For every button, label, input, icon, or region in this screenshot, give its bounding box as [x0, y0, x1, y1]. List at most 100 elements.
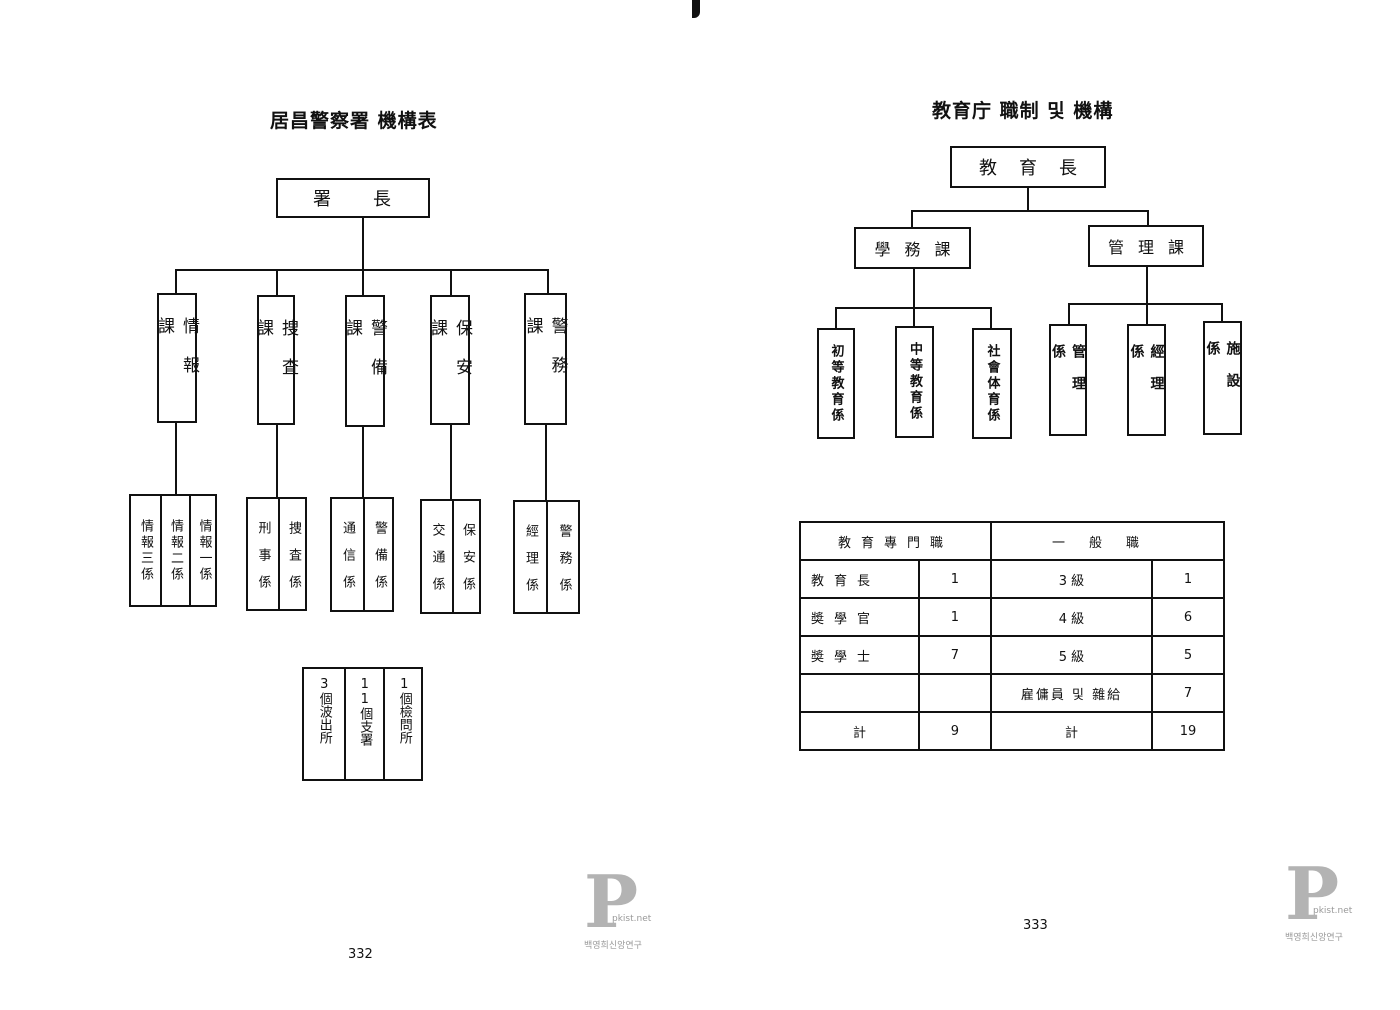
- station-label: 11個支署: [357, 677, 373, 746]
- table-row: 教育長 1 3 級 1: [799, 559, 1225, 599]
- page-number: 332: [348, 947, 373, 962]
- watermark-korean: 백영희신앙연구: [1285, 933, 1343, 943]
- table-cell: 計: [989, 711, 1154, 751]
- connector: [545, 425, 547, 502]
- section-cell: 警備係: [363, 499, 394, 610]
- table-cell: 1: [917, 597, 992, 637]
- section-label: 交通係: [429, 523, 445, 604]
- section-label: 中等教育係: [907, 342, 922, 422]
- book-gutter-mark: [692, 0, 700, 18]
- header-education-specialist: 教育專門職: [799, 521, 992, 561]
- connector: [450, 425, 452, 501]
- page-title: 居昌警察署 機構表: [270, 110, 438, 132]
- section-label: 通信係: [340, 521, 355, 602]
- department-label: 捜査課: [253, 319, 298, 397]
- section-label: 警務係: [556, 523, 572, 605]
- connector: [1068, 303, 1223, 305]
- page-title: 教育庁 職制 및 機構: [932, 100, 1114, 122]
- section-label: 初等教育係: [828, 343, 844, 424]
- table-cell: 5 級: [989, 635, 1154, 675]
- division-box: 管理課: [1088, 225, 1204, 267]
- station-cell: 3個波出所: [304, 669, 344, 779]
- section-box: 中等教育係: [895, 326, 934, 438]
- connector: [276, 269, 278, 295]
- watermark-letter: P: [584, 859, 639, 944]
- department-box: 警務課: [522, 293, 568, 425]
- connector: [547, 269, 549, 295]
- header-general-staff: 一般職: [989, 521, 1226, 561]
- superintendent-box: 教育長: [950, 146, 1106, 188]
- section-cell: 保安係: [452, 501, 481, 612]
- section-box: 管理係: [1049, 324, 1087, 436]
- department-box: 保安課: [427, 295, 472, 425]
- watermark-site: pkist.net: [1313, 906, 1353, 916]
- station-label: 1個檢問所: [396, 677, 412, 744]
- section-cell: 通信係: [332, 499, 363, 610]
- table-cell: 4 級: [989, 597, 1154, 637]
- section-label: 捜査係: [286, 520, 301, 602]
- station-cell: 1個檢問所: [383, 669, 423, 779]
- section-group: 交通係 保安係: [420, 499, 481, 614]
- watermark-korean: 백영희신앙연구: [584, 941, 642, 951]
- stations-box: 3個波出所 11個支署 1個檢問所: [302, 667, 423, 781]
- section-cell: 情報三係: [131, 496, 160, 605]
- table-cell: 6: [1151, 597, 1225, 637]
- connector: [362, 427, 364, 499]
- table-cell: 1: [1151, 559, 1225, 599]
- right-page: 教育庁 職制 및 機構 教育長 學務課 管理課 初等教育係 中等教育係 社會体育…: [700, 0, 1400, 1010]
- section-label: 社會体育係: [984, 343, 1000, 424]
- department-label: 情報課: [154, 317, 199, 395]
- staff-table: 教育專門職 一般職 教育長 1 3 級 1 奬學官 1 4 級 6 奬學士 7 …: [799, 521, 1226, 751]
- division-label: 學務課: [874, 240, 965, 259]
- section-label: 情報三係: [138, 518, 153, 583]
- connector: [362, 218, 364, 270]
- section-label: 刑事係: [255, 520, 271, 602]
- table-header-row: 教育專門職 一般職: [799, 521, 1226, 561]
- connector: [990, 307, 992, 329]
- connector: [276, 425, 278, 499]
- department-box: 警備課: [342, 295, 387, 427]
- department-label: 警務課: [522, 317, 568, 395]
- section-cell: 經理係: [515, 502, 546, 612]
- connector: [1147, 210, 1149, 226]
- left-page: 居昌警察署 機構表 署 長 情報課 捜査課 警備課 保安課 警務課 情報三係 情…: [129, 110, 664, 962]
- department-box: 情報課: [154, 293, 199, 423]
- watermark-logo: P pkist.net 백영희신앙연구: [584, 866, 664, 956]
- connector: [362, 269, 364, 295]
- section-group: 刑事係 捜査係: [246, 497, 307, 611]
- table-cell: 9: [917, 711, 992, 751]
- watermark-logo: P pkist.net 백영희신앙연구: [1285, 858, 1365, 948]
- section-label: 管理係: [1050, 344, 1086, 408]
- table-cell: [917, 673, 992, 713]
- connector: [1146, 267, 1148, 305]
- table-cell: 奬學官: [799, 597, 920, 637]
- table-cell: 5: [1151, 635, 1225, 675]
- connector: [175, 423, 177, 495]
- connector: [1146, 303, 1148, 325]
- table-cell: [799, 673, 920, 713]
- station-cell: 11個支署: [344, 669, 383, 779]
- table-cell: 計: [799, 711, 920, 751]
- station-label: 3個波出所: [316, 677, 332, 744]
- section-cell: 情報一係: [189, 496, 217, 605]
- division-box: 學務課: [854, 227, 971, 269]
- table-cell: 19: [1151, 711, 1225, 751]
- table-cell: 7: [917, 635, 992, 675]
- section-cell: 捜査係: [278, 499, 307, 609]
- connector: [1221, 303, 1223, 323]
- section-group: 情報三係 情報二係 情報一係: [129, 494, 217, 607]
- section-group: 通信係 警備係: [330, 497, 394, 612]
- connector: [911, 210, 913, 228]
- connector: [175, 269, 177, 295]
- division-label: 管理課: [1107, 238, 1198, 257]
- table-cell: 雇傭員 및 雜給: [989, 673, 1154, 713]
- connector: [835, 307, 837, 329]
- section-label: 經理係: [1128, 344, 1165, 408]
- superintendent-label: 教育長: [979, 158, 1099, 179]
- section-label: 施設係: [1204, 341, 1241, 405]
- table-row: 雇傭員 및 雜給 7: [799, 673, 1225, 713]
- table-cell: 教育長: [799, 559, 920, 599]
- connector: [913, 269, 915, 309]
- table-row: 奬學官 1 4 級 6: [799, 597, 1225, 637]
- section-cell: 刑事係: [248, 499, 278, 609]
